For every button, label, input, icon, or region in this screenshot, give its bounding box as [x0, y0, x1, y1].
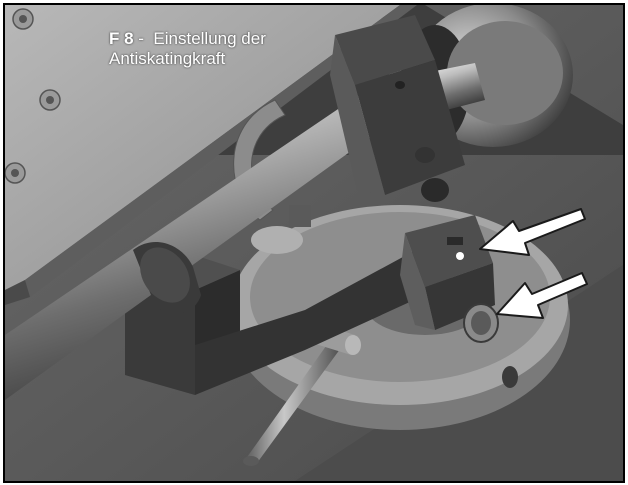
- mounting-plate-bevel: [25, 5, 417, 297]
- caption-separator: -: [133, 29, 154, 48]
- caption-title-line-2: Antiskatingkraft: [109, 49, 226, 68]
- figure-caption: F 8 - Einstellung der Antiskatingkraft: [109, 29, 266, 69]
- caption-line-1: F 8 - Einstellung der: [109, 29, 266, 49]
- base-hole: [502, 366, 518, 388]
- antiskating-block: [405, 215, 493, 287]
- bearing-housing: [335, 15, 435, 85]
- figure-frame: F 8 - Einstellung der Antiskatingkraft: [3, 3, 625, 483]
- antiskating-screw: [456, 252, 464, 260]
- figure-number: F 8: [109, 29, 134, 48]
- arm-tube: [5, 67, 415, 400]
- caption-title-line-1: Einstellung der: [153, 29, 266, 48]
- pointer-arrow: [496, 272, 588, 319]
- mounting-plate: [5, 5, 400, 290]
- cue-lever: [245, 339, 343, 463]
- pointer-arrow: [479, 208, 586, 256]
- tonearm-illustration: [5, 5, 623, 481]
